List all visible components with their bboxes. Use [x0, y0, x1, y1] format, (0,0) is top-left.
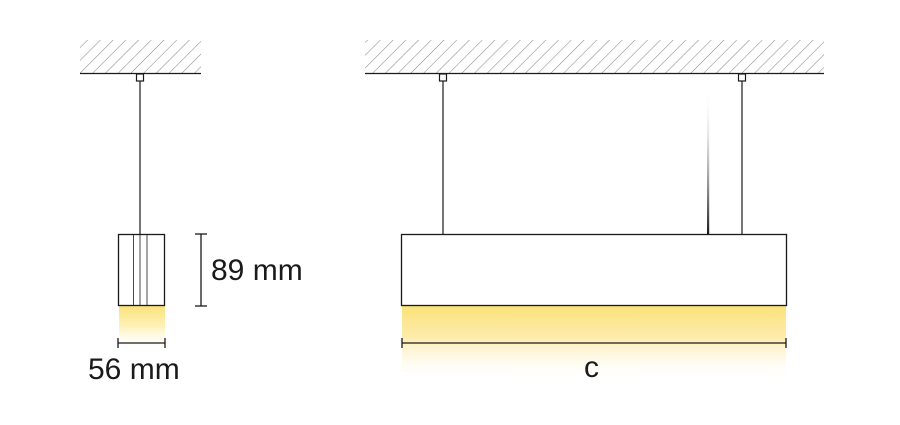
- width-dimension-line: [117, 338, 166, 348]
- width-dimension-label: 56 mm: [88, 353, 180, 386]
- power-cord: [707, 88, 710, 234]
- length-dimension-label: c: [584, 351, 599, 384]
- luminaire-body: [400, 233, 788, 307]
- light-glow-right: [402, 306, 786, 382]
- ceiling-right: [365, 40, 824, 73]
- end-view: [80, 40, 207, 350]
- length-dimension-line: [401, 338, 787, 348]
- luminaire-profile: [117, 233, 166, 307]
- ceiling-left: [80, 40, 201, 73]
- front-view: [365, 40, 824, 382]
- ceiling-mount-right-2: [737, 73, 747, 82]
- ceiling-mount-right-1: [438, 73, 448, 82]
- height-dimension-line: [195, 233, 207, 307]
- ceiling-mount-left: [135, 73, 145, 82]
- height-dimension-label: 89 mm: [211, 254, 303, 287]
